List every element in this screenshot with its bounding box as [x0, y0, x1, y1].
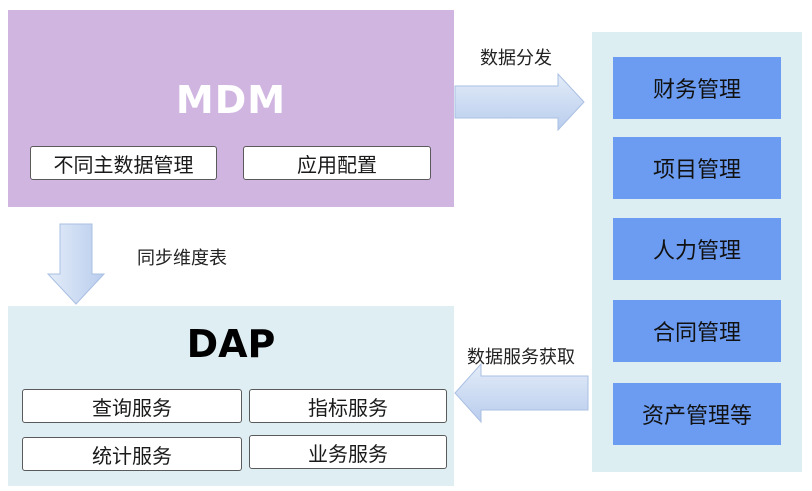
- dap-title: DAP: [186, 322, 276, 366]
- sync-arrow: [46, 223, 106, 305]
- mdm-title: MDM: [175, 78, 287, 122]
- fetch-arrow: [454, 362, 589, 424]
- dap-service-statistics: 统计服务: [22, 437, 242, 471]
- system-finance: 财务管理: [613, 57, 781, 119]
- mdm-item-master-data-management: 不同主数据管理: [30, 146, 217, 180]
- label-sync: 同步维度表: [137, 248, 227, 269]
- system-project: 项目管理: [613, 137, 781, 199]
- distribute-arrow: [454, 72, 585, 132]
- system-assets: 资产管理等: [613, 383, 781, 445]
- dap-service-indicator: 指标服务: [249, 389, 447, 423]
- label-distribute: 数据分发: [480, 48, 552, 69]
- mdm-item-app-config: 应用配置: [243, 146, 431, 180]
- system-hr: 人力管理: [613, 218, 781, 280]
- label-fetch: 数据服务获取: [467, 347, 575, 368]
- system-contract: 合同管理: [613, 300, 781, 362]
- dap-service-query: 查询服务: [22, 389, 242, 423]
- dap-service-business: 业务服务: [249, 435, 447, 469]
